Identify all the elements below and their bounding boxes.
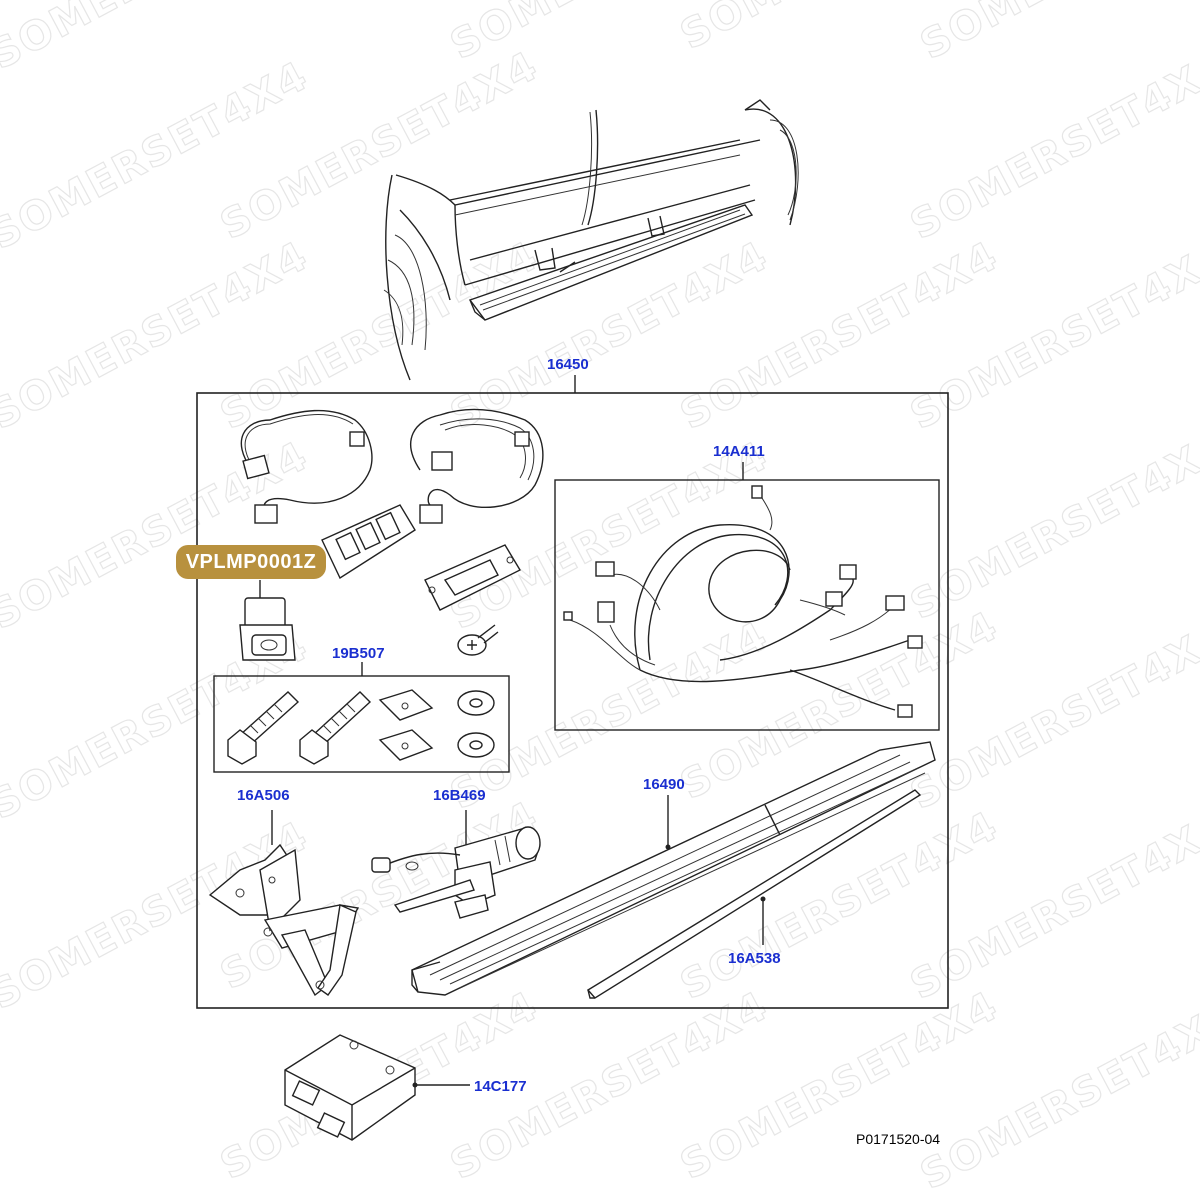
label-16A538[interactable]: 16A538 — [728, 950, 781, 967]
control-module[interactable] — [284, 1034, 470, 1141]
screw — [457, 624, 499, 656]
vehicle-illustration — [383, 99, 799, 381]
switch-bezel[interactable] — [321, 504, 416, 580]
trim-strip[interactable] — [586, 789, 922, 999]
running-board-step[interactable] — [411, 741, 936, 996]
watermark-text: SOMERSET4X4 — [913, 0, 1200, 69]
switch-harness-left[interactable] — [240, 409, 373, 524]
fixing-kit-frame — [213, 662, 510, 773]
label-14A411[interactable]: 14A411 — [713, 443, 765, 460]
switch-harness-right[interactable] — [410, 408, 544, 524]
label-19B507[interactable]: 19B507 — [332, 645, 385, 662]
switch-plate[interactable] — [424, 544, 521, 611]
label-16A506[interactable]: 16A506 — [237, 787, 290, 804]
step-bracket[interactable] — [208, 810, 360, 997]
watermark-text: SOMERSET4X4 — [903, 43, 1200, 249]
main-harness-frame — [554, 462, 940, 731]
bolt-1 — [227, 691, 300, 765]
washer-2 — [457, 732, 495, 758]
washer-1 — [457, 690, 495, 716]
main-harness[interactable] — [563, 485, 923, 718]
label-16450[interactable]: 16450 — [547, 356, 589, 373]
part-number-badge[interactable]: VPLMP0001Z — [176, 545, 326, 579]
step-switch[interactable] — [239, 580, 296, 661]
diagram-reference-code: P0171520-04 — [856, 1131, 941, 1147]
main-kit-frame — [196, 375, 949, 1009]
bolt-2 — [299, 691, 372, 765]
square-washer-1 — [378, 689, 434, 721]
square-washer-2 — [378, 729, 434, 761]
label-16B469[interactable]: 16B469 — [433, 787, 486, 804]
step-motor[interactable] — [371, 810, 541, 919]
label-16490[interactable]: 16490 — [643, 776, 685, 793]
label-14C177[interactable]: 14C177 — [474, 1078, 527, 1095]
